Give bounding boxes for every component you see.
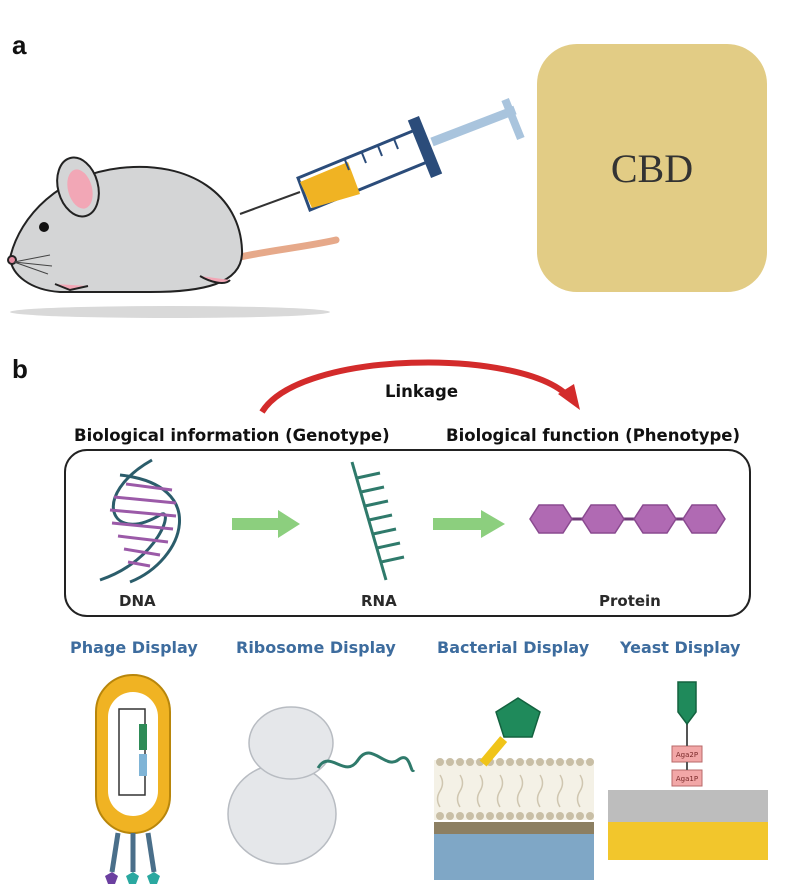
transcription-arrow-icon <box>232 510 300 538</box>
dna-label: DNA <box>119 592 156 610</box>
aga2p-label: Aga2P <box>676 751 698 759</box>
phage-display-title: Phage Display <box>70 638 198 657</box>
ground-shadow <box>10 306 330 318</box>
cbd-box: CBD <box>537 44 767 292</box>
phenotype-label: Biological function (Phenotype) <box>446 426 741 445</box>
panel-label-a: a <box>12 30 27 60</box>
bacterial-display-title: Bacterial Display <box>437 638 590 657</box>
central-dogma-frame <box>64 449 751 617</box>
aga1p-label: Aga1P <box>676 775 698 783</box>
syringe-icon <box>239 98 525 215</box>
dna-icon <box>99 458 181 584</box>
bacterial-membrane-icon <box>434 697 594 880</box>
genotype-label: Biological information (Genotype) <box>74 426 390 445</box>
rna-label: RNA <box>361 592 397 610</box>
mouse-icon <box>7 156 340 293</box>
cbd-label: CBD <box>610 145 694 191</box>
panel-label-b: b <box>12 354 28 384</box>
protein-label: Protein <box>599 592 661 610</box>
linkage-label: Linkage <box>385 382 459 401</box>
yeast-display-title: Yeast Display <box>620 638 741 657</box>
translation-arrow-icon <box>433 510 505 538</box>
ribosome-icon <box>227 706 416 865</box>
linkage-arrow-icon <box>259 359 580 414</box>
rna-icon <box>350 461 405 581</box>
yeast-cell-icon: Aga2P Aga1P <box>608 681 768 860</box>
protein-icon <box>529 504 726 534</box>
phage-icon <box>95 674 171 884</box>
ribosome-display-title: Ribosome Display <box>236 638 396 657</box>
